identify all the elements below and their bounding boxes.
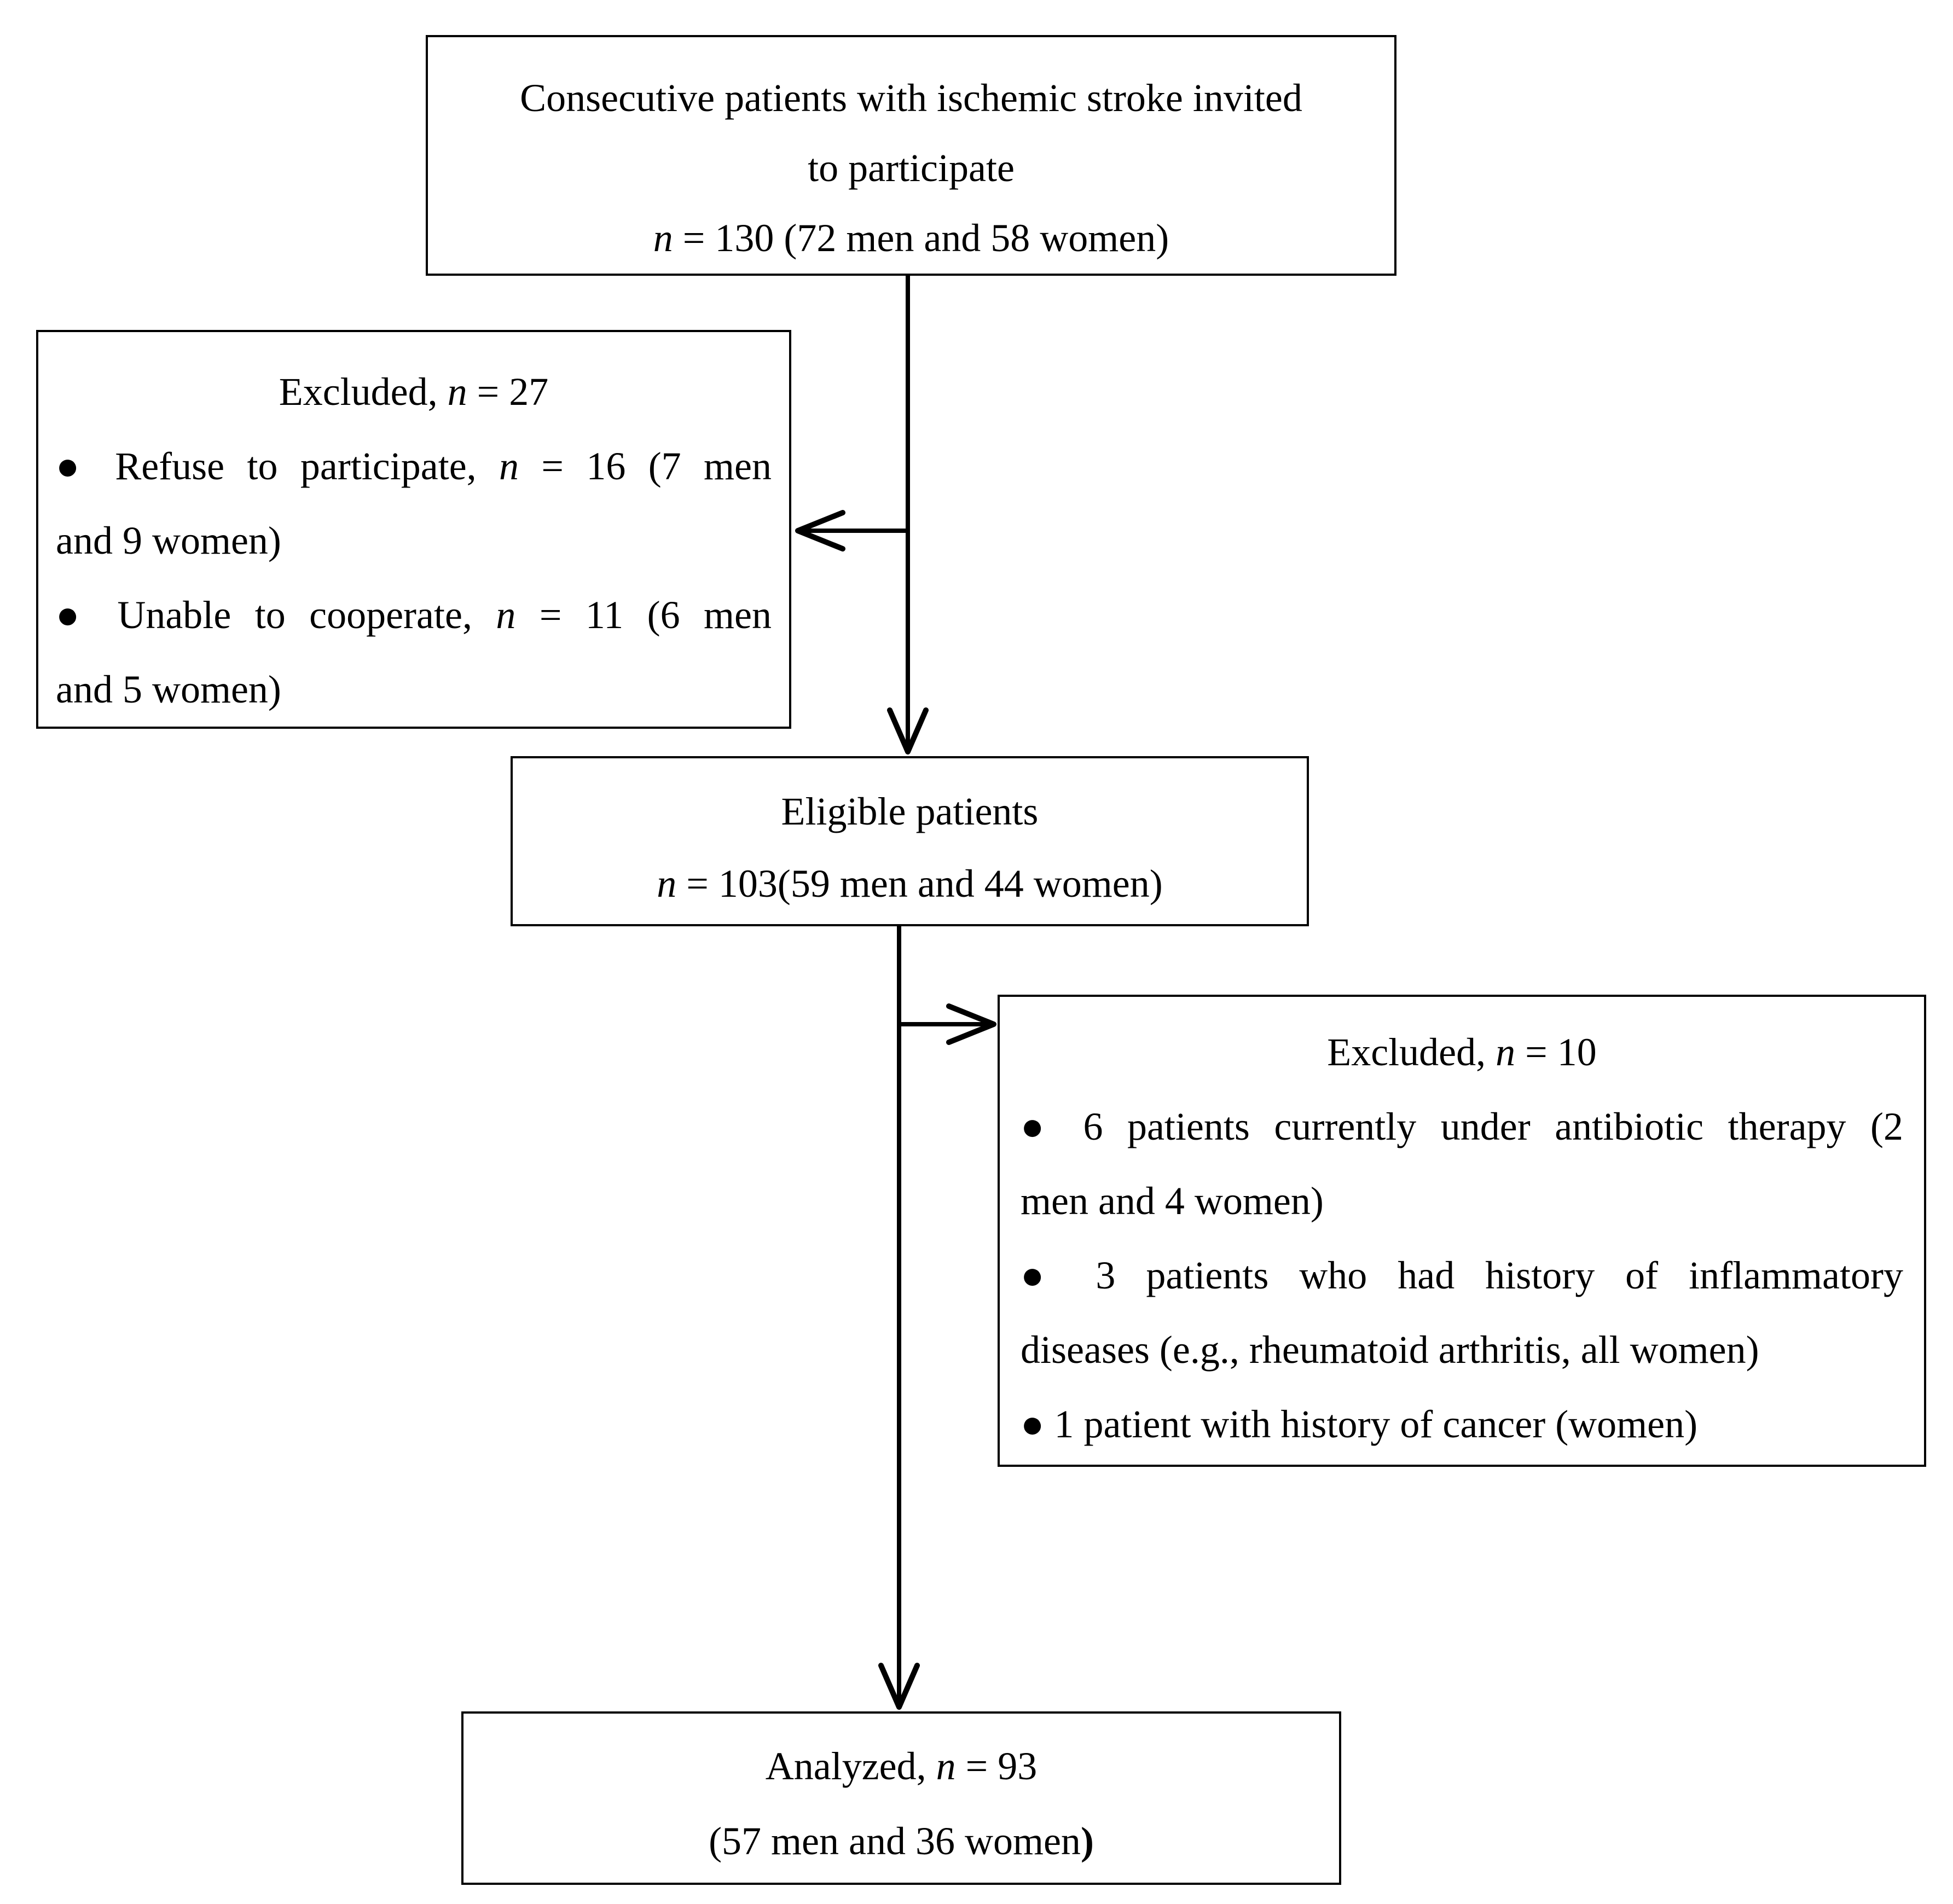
excluded-second-bullet-1-cont: men and 4 women) — [1021, 1179, 1324, 1223]
excluded-first-title: Excluded, n = 27 — [279, 370, 549, 414]
box-excluded-first: Excluded, n = 27 ● Refuse to participate… — [36, 330, 791, 729]
arrow-branch-to-excluded-top — [795, 510, 908, 552]
excluded-second-title: Excluded, n = 10 — [1327, 1030, 1597, 1074]
arrow-invited-to-eligible — [887, 273, 929, 754]
box-excluded-second: Excluded, n = 10 ● 6 patients currently … — [998, 995, 1926, 1467]
analyzed-title: Analyzed, n = 93 — [765, 1744, 1038, 1788]
excluded-second-bullet-1: ● 6 patients currently under antibiotic … — [1021, 1105, 1903, 1148]
box-analyzed-patients: Analyzed, n = 93 (57 men and 36 women) — [461, 1711, 1341, 1885]
excluded-second-bullet-2-cont: diseases (e.g., rheumatoid arthritis, al… — [1021, 1328, 1759, 1372]
excluded-first-bullet-1-cont: and 9 women) — [56, 519, 281, 562]
eligible-title: Eligible patients — [781, 790, 1039, 833]
invited-count: n = 130 (72 men and 58 women) — [653, 216, 1169, 260]
eligible-count: n = 103(59 men and 44 women) — [657, 862, 1163, 905]
excluded-first-bullet-2-cont: and 5 women) — [56, 667, 281, 711]
invited-line-1: Consecutive patients with ischemic strok… — [520, 76, 1302, 120]
arrow-eligible-to-analyzed — [878, 925, 920, 1710]
excluded-second-bullet-2: ● 3 patients who had history of inflamma… — [1021, 1253, 1903, 1297]
analyzed-count: (57 men and 36 women) — [709, 1819, 1094, 1863]
excluded-second-bullet-3: ● 1 patient with history of cancer (wome… — [1021, 1402, 1698, 1446]
excluded-first-bullet-1: ● Refuse to participate, n = 16 (7 men — [56, 444, 772, 488]
invited-line-2: to participate — [808, 146, 1015, 190]
box-invited-patients: Consecutive patients with ischemic strok… — [426, 35, 1396, 276]
excluded-first-bullet-2: ● Unable to cooperate, n = 11 (6 men — [56, 593, 772, 637]
arrow-branch-to-excluded-mid — [899, 1003, 996, 1045]
box-eligible-patients: Eligible patients n = 103(59 men and 44 … — [511, 756, 1309, 926]
